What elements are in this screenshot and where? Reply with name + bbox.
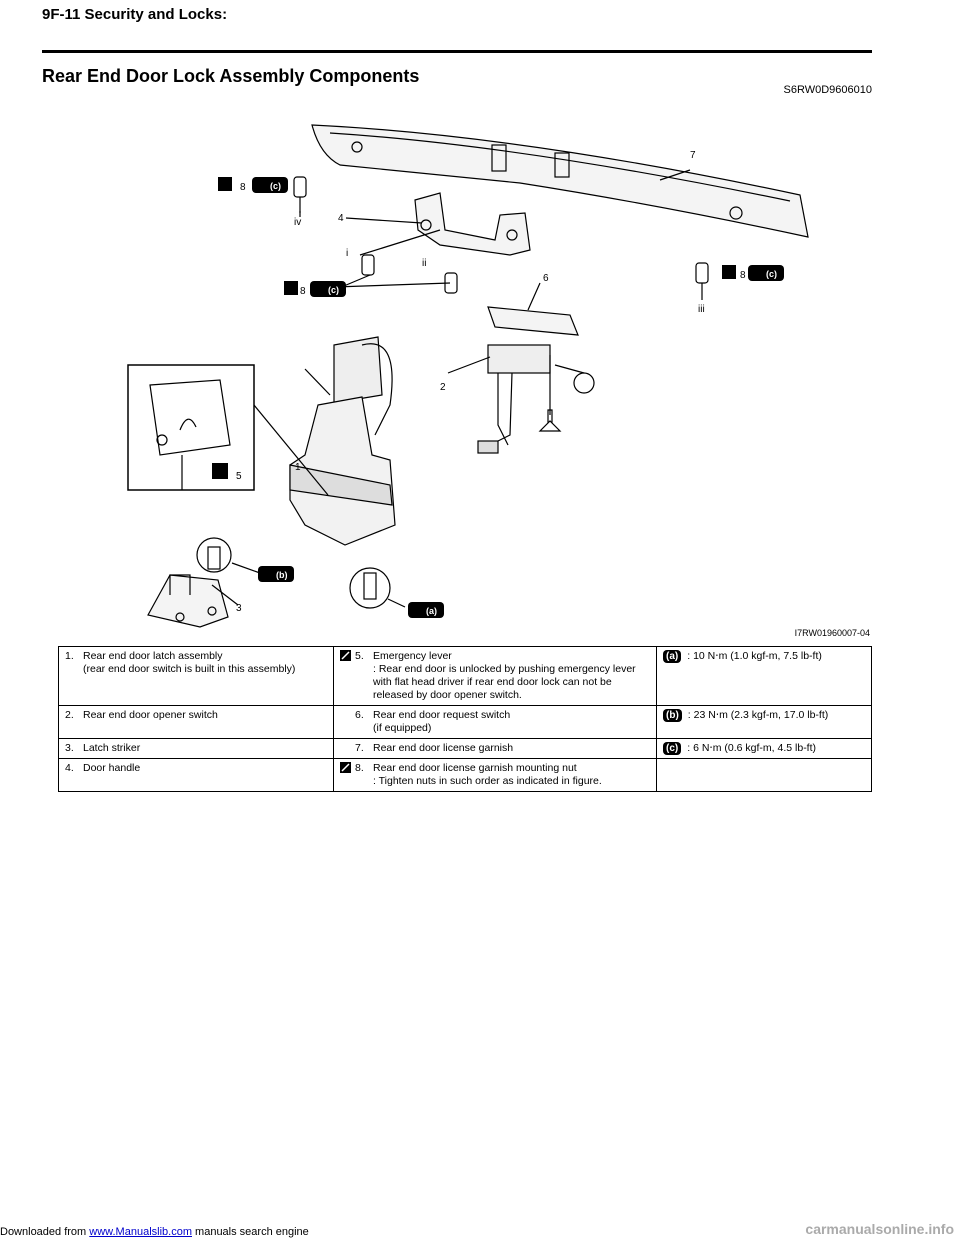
footer-suffix: manuals search engine: [191, 1226, 309, 1238]
order-i: i: [346, 248, 348, 259]
section-code: S6RW0D9606010: [783, 84, 872, 96]
torque-value: : 23 N⋅m (2.3 kgf-m, 17.0 lb-ft): [687, 709, 829, 721]
footer-prefix: Downloaded from: [0, 1226, 90, 1238]
torque-b-label: (b): [276, 570, 288, 580]
part-note: (rear end door switch is built in this a…: [83, 663, 296, 675]
order-iv: iv: [294, 217, 301, 228]
torque-c-label-3: (c): [766, 269, 777, 279]
part-name: Emergency lever: [373, 650, 452, 662]
legend-row: 4. Door handle 8. Rear end door license gar…: [58, 758, 872, 792]
torque-c-label-2: (c): [328, 285, 339, 295]
components-diagram: (c) (c) (c) (b) (a) 1 2 3 4 5 6 7 8 8 8 …: [127, 124, 809, 628]
section-title: Rear End Door Lock Assembly Components: [42, 66, 420, 86]
header-rule: [42, 50, 872, 53]
callout-5: 5: [236, 471, 242, 482]
torque-value: : 6 N⋅m (0.6 kgf-m, 4.5 lb-ft): [687, 742, 817, 754]
torque-badge: (a): [663, 650, 682, 663]
part-note: : Tighten nuts in such order as indicate…: [373, 775, 602, 787]
part-note: (if equipped): [373, 722, 432, 734]
part-name: Rear end door request switch: [373, 709, 511, 721]
part-note: : Rear end door is unlocked by pushing e…: [373, 663, 636, 701]
part-name: Rear end door latch assembly: [83, 650, 223, 662]
legend-cell-torque: [656, 758, 872, 792]
legend-cell-part: 1. Rear end door latch assembly(rear end …: [58, 646, 334, 706]
part-number: 1.: [65, 650, 74, 662]
legend-cell-part: 8. Rear end door license garnish mounting…: [333, 758, 657, 792]
part-number: 2.: [65, 709, 74, 721]
legend-cell-part: 5. Emergency lever: Rear end door is unlo…: [333, 646, 657, 706]
legend-cell-torque: (c) : 6 N⋅m (0.6 kgf-m, 4.5 lb-ft): [656, 738, 872, 759]
page-header: 9F-11 Security and Locks:: [42, 6, 228, 23]
part-name: Rear end door license garnish: [373, 742, 514, 754]
part-name: Rear end door license garnish mounting n…: [373, 762, 577, 774]
legend-cell-torque: (a) : 10 N⋅m (1.0 kgf-m, 7.5 lb-ft): [656, 646, 872, 706]
legend-cell-part: 6. Rear end door request switch(if equipp…: [333, 705, 657, 739]
callout-8-c: 8: [740, 270, 746, 281]
torque-c-label-1: (c): [270, 181, 281, 191]
legend-cell-part: 2. Rear end door opener switch: [58, 705, 334, 739]
footer-download-note: Downloaded from www.Manualslib.com manua…: [0, 1226, 309, 1238]
callout-8-b: 8: [300, 286, 306, 297]
callout-7: 7: [690, 150, 696, 161]
part-name: Door handle: [83, 762, 141, 774]
callout-3: 3: [236, 603, 242, 614]
part-number: 5.: [355, 650, 364, 662]
part-name: Rear end door opener switch: [83, 709, 218, 721]
torque-badge: (c): [663, 742, 682, 755]
part-number: 7.: [355, 742, 364, 754]
manualslib-link[interactable]: www.Manualslib.com: [89, 1226, 192, 1238]
watermark: carmanualsonline.info: [805, 1221, 954, 1237]
callout-6: 6: [543, 273, 549, 284]
callout-4: 4: [338, 213, 344, 224]
part-number: 6.: [355, 709, 364, 721]
legend-cell-part: 7. Rear end door license garnish: [333, 738, 657, 759]
part-name: Latch striker: [83, 742, 141, 754]
order-ii: ii: [422, 258, 426, 269]
legend-cell-part: 4. Door handle: [58, 758, 334, 792]
legend-row: 1. Rear end door latch assembly(rear end …: [58, 646, 872, 706]
torque-badge: (b): [663, 709, 682, 722]
callout-2: 2: [440, 382, 446, 393]
part-number: 3.: [65, 742, 74, 754]
order-iii: iii: [698, 304, 705, 315]
legend-cell-part: 3. Latch striker: [58, 738, 334, 759]
legend-table: 1. Rear end door latch assembly(rear end …: [58, 646, 872, 792]
torque-value: : 10 N⋅m (1.0 kgf-m, 7.5 lb-ft): [687, 650, 822, 662]
part-number: 4.: [65, 762, 74, 774]
part-number: 8.: [355, 762, 364, 774]
callout-8-a: 8: [240, 182, 246, 193]
note-marker-icon: [340, 650, 351, 661]
note-marker-icon: [340, 762, 351, 773]
legend-cell-torque: (b) : 23 N⋅m (2.3 kgf-m, 17.0 lb-ft): [656, 705, 872, 739]
figure-code: I7RW01960007-04: [794, 628, 870, 638]
torque-a-label: (a): [426, 606, 437, 616]
legend-row: 2. Rear end door opener switch 6. Rear end …: [58, 705, 872, 739]
legend-row: 3. Latch striker 7. Rear end door license g…: [58, 738, 872, 759]
callout-1: 1: [295, 462, 301, 473]
